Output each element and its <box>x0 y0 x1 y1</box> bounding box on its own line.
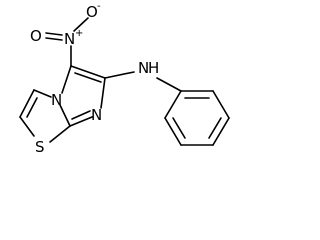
bond-n-o-top <box>73 17 89 32</box>
bond-ph-3-4 <box>212 117 230 146</box>
structure-svg: O - O N + N N N H S <box>19 1 230 156</box>
bond-ph-2-3 <box>212 90 230 119</box>
molecule-drawing: O - O N + N N N H S <box>19 1 230 156</box>
charge-o-minus: - <box>97 1 101 12</box>
bond-c3-c2-inner <box>26 97 38 118</box>
atom-n-nitro: N <box>64 30 75 48</box>
bond-c5-c6 <box>70 65 106 79</box>
atom-o-top: O <box>86 3 98 21</box>
bond-c7a-n-bridge <box>59 104 71 127</box>
bond-c6-nh <box>104 71 135 79</box>
bond-c6-n-imine <box>100 77 106 109</box>
atom-n-bridge: N <box>51 91 62 109</box>
atom-n-imine: N <box>91 106 102 124</box>
bond-c5-c6-inner <box>74 72 102 83</box>
bond-ph-6-1 <box>164 90 182 119</box>
bond-n-bridge-c3 <box>33 89 52 98</box>
bond-n-imine-c7a-inner <box>71 110 91 120</box>
bond-ph-5-6 <box>164 117 182 146</box>
bond-nh-phenyl <box>156 77 182 92</box>
bond-ph-inner-b <box>208 117 222 139</box>
bond-n-bridge-c5 <box>61 65 72 94</box>
bond-s-c7a <box>49 125 71 143</box>
atom-s-ring: S <box>35 138 45 156</box>
bond-n-o-left-1 <box>45 32 63 36</box>
bond-c2-s <box>19 116 35 137</box>
atom-h-amine: H <box>148 59 159 77</box>
bond-c3-c2 <box>19 89 35 118</box>
atom-n-amine: N <box>138 59 149 77</box>
charge-n-plus: + <box>75 28 83 39</box>
bond-ph-inner-c <box>172 117 186 139</box>
bond-n-imine-c7a <box>69 116 93 127</box>
atom-o-left: O <box>30 27 42 45</box>
bond-n-o-left-2 <box>45 37 63 41</box>
